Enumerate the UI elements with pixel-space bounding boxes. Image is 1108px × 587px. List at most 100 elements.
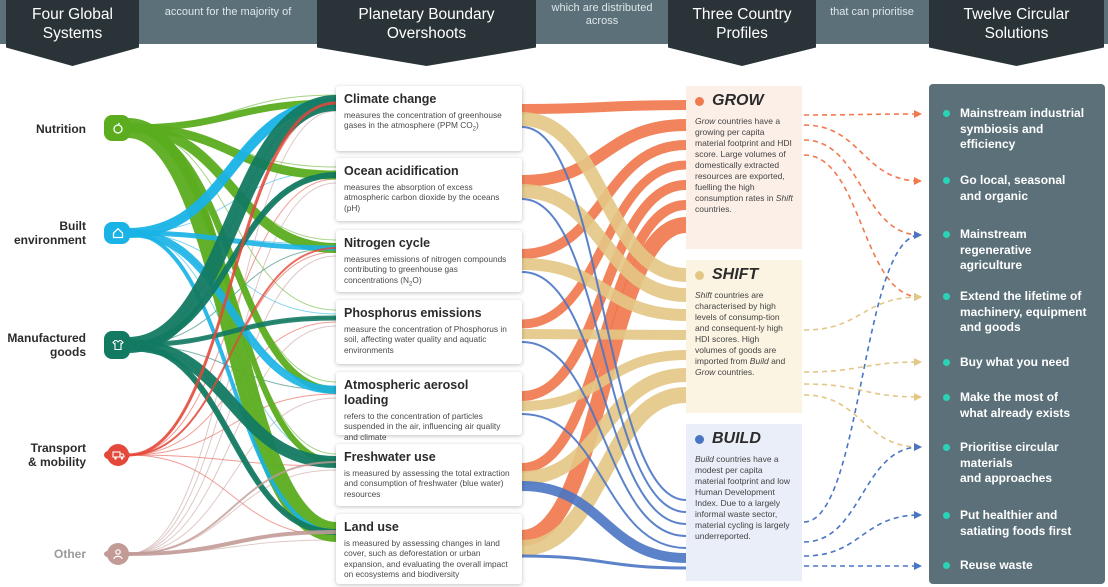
system-flow [127,123,337,253]
system-flow [127,229,337,394]
boundary-desc: measure the concentration of Phosphorus … [344,324,507,355]
bullet-dot-icon [943,444,950,451]
build-flow [521,198,687,513]
shift-flow [521,368,687,485]
shift-flow [521,112,687,282]
bullet-dot-icon [943,512,950,519]
solution-arrow [803,511,922,557]
shift-flow [521,350,687,411]
bullet-dot-icon [943,293,950,300]
connector-text-3: that can prioritise [830,6,914,18]
build-flow [521,271,687,525]
build-flow [521,341,687,537]
solution-item: Buy what you need [929,355,1105,371]
solution-item: Mainstream regenerative agriculture [929,227,1105,274]
boundary-title: Phosphorus emissions [344,306,482,320]
system-label-nutrition: Nutrition [36,122,86,136]
shift-flow [521,184,687,302]
system-flow [127,172,337,348]
grow-dot-icon [695,96,704,106]
bullet-dot-icon [943,231,950,238]
boundary-desc: is measured by assessing the total extra… [344,468,510,499]
system-label-other: Other [53,547,86,561]
build-flow [521,554,687,570]
boundary-card-nitrogen-cycle: Nitrogen cycle measures emissions of nit… [336,230,522,292]
solution-item: Extend the lifetime of machinery, equipm… [929,289,1105,336]
profile-desc: Shift countries are characterised by hig… [695,290,786,377]
solution-arrow [803,231,922,523]
bullet-dot-icon [943,394,950,401]
build-flow [521,126,687,501]
boundary-desc: measures the absorption of excess atmosp… [344,182,500,213]
boundary-card-ocean-acidification: Ocean acidification measures the absorpt… [336,158,522,221]
shift-dot-icon [695,270,704,280]
build-flow [521,481,687,563]
solutions-panel: Mainstream industrial symbiosis and effi… [929,84,1105,584]
system-flow [127,231,337,534]
grow-flow [521,119,687,187]
solution-item: Make the most of what already exists [929,390,1105,421]
solution-item: Go local, seasonal and organic [929,173,1105,204]
profile-grow: GROW Grow countries have a growing per c… [686,86,802,249]
system-label-transport: Transport & mobility [27,441,86,469]
bullet-dot-icon [943,359,950,366]
boundary-desc: refers to the concentration of particles… [344,411,501,442]
system-flow [127,125,337,465]
boundary-title: Land use [344,520,399,534]
system-flow [127,95,337,353]
profile-title: GROW [695,92,793,110]
system-flow [127,247,337,456]
system-label-manufactured-goods: Manufactured goods [7,331,86,359]
shirt-icon [107,334,129,356]
solution-item: Prioritise circular materials and approa… [929,440,1105,487]
boundary-card-freshwater-use: Freshwater use is measured by assessing … [336,444,522,506]
boundary-desc: measures the concentration of greenhouse… [344,110,502,133]
truck-icon [107,444,129,466]
system-flow [127,461,337,555]
boundary-title: Nitrogen cycle [344,236,431,250]
boundary-title: Climate change [344,92,437,106]
system-flow [127,530,337,556]
bullet-dot-icon [943,177,950,184]
system-flow [127,101,337,457]
profile-shift: SHIFT Shift countries are characterised … [686,260,802,413]
boundary-title: Atmospheric aerosol loading [344,378,469,407]
solution-item: Put healthier and satiating foods first [929,508,1105,539]
bullet-dot-icon [943,562,950,569]
shift-flow [521,258,687,321]
grow-flow [521,100,687,114]
solution-arrow [803,394,922,451]
boundary-card-aerosol-loading: Atmospheric aerosol loading refers to th… [336,372,522,442]
solution-arrow [803,293,922,331]
apple-icon [107,117,129,139]
solution-item: Mainstream industrial symbiosis and effi… [929,106,1105,153]
solution-arrow [803,124,922,185]
house-icon [107,222,129,244]
profile-desc: Grow countries have a growing per capita… [695,116,793,214]
build-dot-icon [695,434,704,444]
boundary-title: Ocean acidification [344,164,459,178]
solution-arrow [803,443,922,543]
boundary-desc: is measured by assessing changes in land… [344,538,508,579]
boundary-desc: measures emissions of nitrogen compounds… [344,254,507,288]
boundary-card-land-use: Land use is measured by assessing change… [336,514,522,584]
system-flow-thin [127,397,337,555]
profile-title: SHIFT [695,266,793,284]
system-label-built-environment: Built environment [13,219,86,247]
system-flow-thin [127,393,337,456]
solution-arrow [803,139,922,239]
connector-text-2: which are distributed across [551,2,653,27]
shift-flow [521,387,687,556]
boundary-card-climate-change: Climate change measures the concentratio… [336,86,522,151]
connector-text-1: account for the majority of [164,6,292,18]
person-icon [107,543,129,565]
solution-arrow [803,154,922,301]
profile-title: BUILD [695,430,793,448]
profile-build: BUILD Build countries have a modest per … [686,424,802,581]
bullet-dot-icon [943,110,950,117]
solution-arrow [803,358,922,373]
profile-desc: Build countries have a modest per capita… [695,454,790,541]
header-band [0,0,1108,44]
solution-item: Reuse waste [929,558,1105,574]
